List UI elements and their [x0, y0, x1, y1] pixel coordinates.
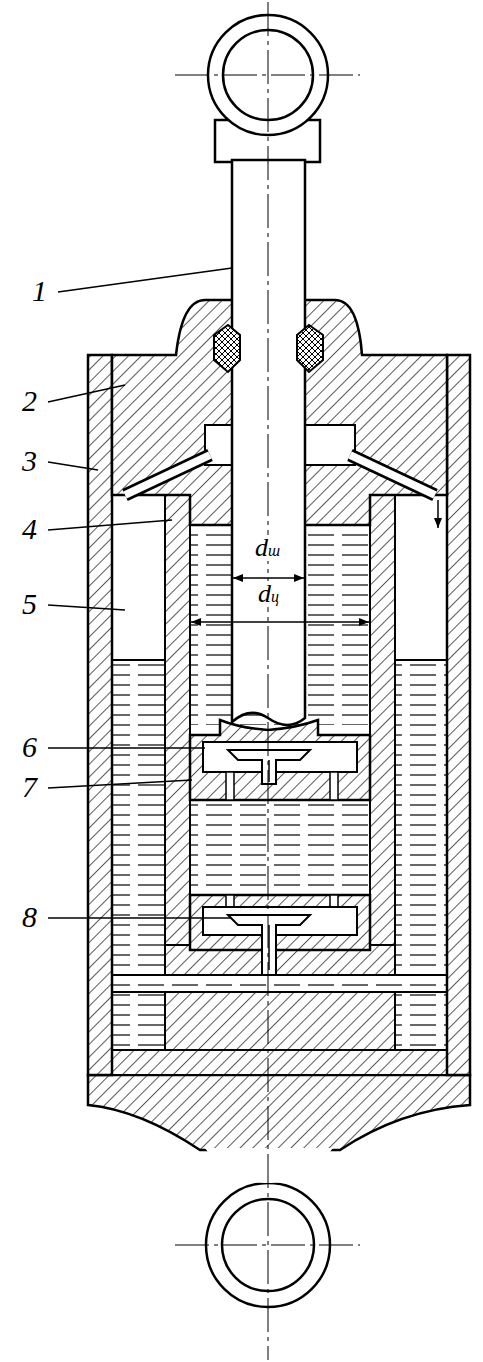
dimension-label: dц: [255, 581, 282, 607]
center-line: [268, 2, 269, 1360]
flow-arrow: [437, 500, 439, 528]
head-channel: [350, 455, 435, 495]
reservoir-left: [112, 495, 165, 1050]
callout-number: 8: [22, 902, 37, 932]
callout-number: 2: [22, 386, 37, 416]
piston-valve: [228, 750, 310, 784]
bottom-valve: [228, 915, 310, 975]
head-channel: [125, 455, 210, 495]
head-channel: [125, 455, 210, 495]
valve-port: [330, 895, 338, 907]
outer-tube: [88, 355, 112, 1075]
bottom-cap: [88, 1075, 470, 1150]
rod-seal: [214, 325, 240, 372]
piston-port: [226, 772, 234, 800]
callout-number: 3: [22, 446, 37, 476]
head-channel: [350, 455, 435, 495]
callout-number: 4: [22, 514, 37, 544]
dimension-line: [191, 621, 369, 623]
valve-port: [226, 895, 234, 907]
piston-port: [330, 772, 338, 800]
callout-number: 6: [22, 732, 37, 762]
cylinder-wall: [370, 495, 395, 945]
callout-number: 5: [22, 589, 37, 619]
bottom-plate: [112, 1050, 447, 1075]
eye-join: [205, 1148, 333, 1183]
cylinder-fluid-lower: [190, 800, 370, 895]
reservoir-right: [395, 495, 447, 1050]
center-line: [175, 75, 360, 76]
rod-seal: [297, 325, 323, 372]
dimension-label: dш: [252, 535, 283, 561]
center-line: [175, 1245, 360, 1246]
callout-number: 7: [22, 772, 37, 802]
bottom-passage: [112, 975, 447, 992]
cylinder-wall: [165, 495, 190, 945]
piston: [190, 720, 370, 800]
callout-number: 1: [32, 276, 47, 306]
leader-lines: [48, 268, 232, 918]
outer-tube: [447, 355, 470, 1075]
base-block: [165, 945, 395, 1050]
